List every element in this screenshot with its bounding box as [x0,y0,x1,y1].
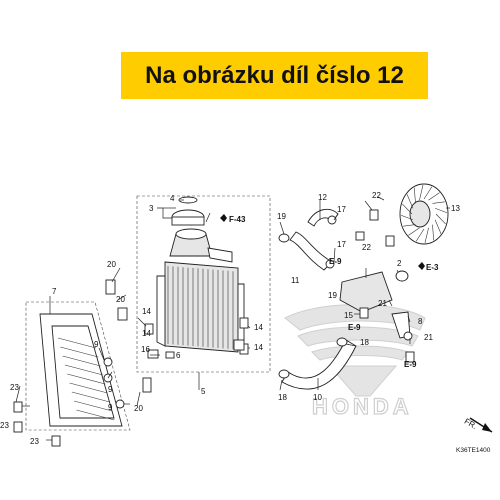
part-label-3: 3 [149,204,154,213]
radiator-cap-body [171,216,205,226]
part-label-23b: 23 [0,421,9,430]
honda-watermark-text: HONDA [312,394,413,419]
part-label-8: 8 [418,317,423,326]
ref-e3[interactable]: E-3 [426,263,439,272]
part-label-23c: 23 [30,437,39,446]
part-label-14a: 14 [142,307,151,316]
part-label-13: 13 [451,204,460,213]
water-pump-cover [339,271,393,313]
radiator-assembly-frame [136,195,271,373]
part-label-14c: 14 [254,323,263,332]
part-label-19a: 19 [277,212,286,221]
part-label-20a: 20 [107,260,116,269]
part-label-15: 15 [344,311,353,320]
diagram-code: K36TE1400 [456,447,491,454]
ref-f43[interactable]: F-43 [229,215,246,224]
filler-neck-top [175,228,207,240]
radiator-core [156,261,245,353]
part-label-16: 16 [141,345,150,354]
part-label-6: 6 [176,351,181,360]
part-label-14b: 14 [142,329,151,338]
part-label-23a: 23 [10,383,19,392]
ref-e9-c[interactable]: E-9 [404,360,417,369]
part-label-21b: 21 [424,333,433,342]
part-label-11: 11 [291,276,300,285]
part-label-22a: 22 [372,191,381,200]
part-label-9b: 9 [108,385,113,394]
part-label-18a: 18 [360,338,369,347]
part-label-21a: 21 [378,299,387,308]
hose-clamps [278,215,413,379]
cap-seal [178,196,198,204]
part-number-banner: Na obrázku díl číslo 12 [121,52,428,99]
part-label-19b: 19 [328,291,337,300]
part-label-5: 5 [201,387,206,396]
part-label-4: 4 [170,194,175,203]
front-direction-indicator [469,417,493,433]
bolts-and-grommets [13,209,415,447]
part-label-22b: 22 [362,243,371,252]
part-label-17b: 17 [337,240,346,249]
part-label-12: 12 [318,193,327,202]
inlet-pipe [207,247,233,263]
shroud-frame [25,301,131,431]
ref-e9-a[interactable]: E-9 [329,257,342,266]
part-label-14d: 14 [254,343,263,352]
part-label-18b: 18 [278,393,287,402]
part-label-2: 2 [397,259,402,268]
radiator-shroud [39,313,123,427]
part-label-20b: 20 [116,295,125,304]
ref-e9-b[interactable]: E-9 [348,323,361,332]
part-label-10: 10 [313,393,322,402]
cooling-fan [399,183,449,245]
leader-lines [15,196,450,441]
reference-arrows [220,214,425,270]
part-label-17a: 17 [337,205,346,214]
front-direction-label: FR. [463,417,479,431]
part-label-7: 7 [52,287,57,296]
part-label-9c: 9 [108,403,113,412]
o-ring [395,270,409,282]
part-label-9a: 9 [94,340,99,349]
part-label-20c: 20 [134,404,143,413]
